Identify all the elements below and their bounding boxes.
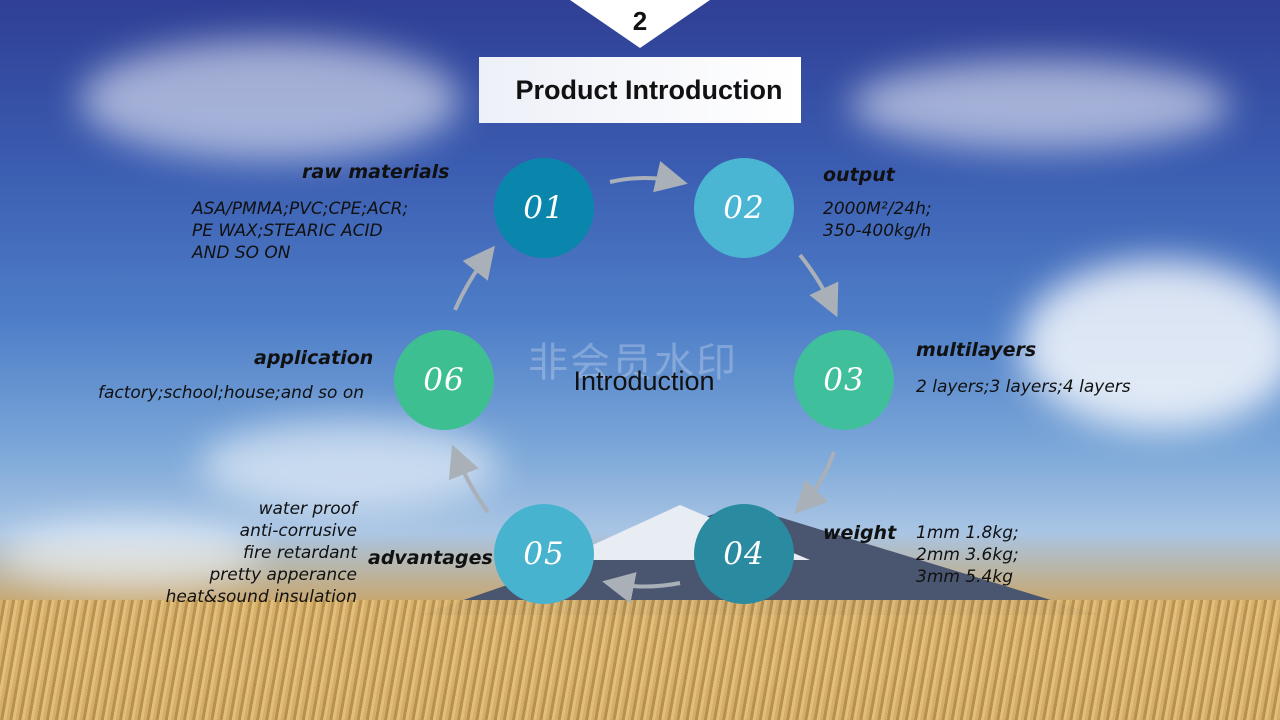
node-05: 05 — [494, 504, 594, 604]
node-04: 04 — [694, 504, 794, 604]
arrow-01-02 — [609, 161, 688, 193]
multilayers-line: 2 layers;3 layers;4 layers — [916, 377, 1131, 397]
advantages-line: heat&sound insulation — [165, 587, 357, 607]
cloud-shape — [0, 520, 260, 590]
weight-text: 1mm 1.8kg; 2mm 3.6kg; 3mm 5.4kg — [916, 522, 1019, 588]
title-box: Product Introduction — [479, 57, 801, 123]
slide-number: 2 — [632, 6, 648, 36]
multilayers-label: multilayers — [916, 339, 1037, 361]
application-label: application — [254, 347, 374, 369]
watermark: 非会员水印 — [528, 340, 738, 386]
application-line: factory;school;house;and so on — [97, 383, 364, 403]
output-text: 2000M²/24h; 350-400kg/h — [823, 198, 932, 242]
page-title: Product Introduction — [515, 74, 783, 105]
advantages-label: advantages — [368, 547, 493, 569]
raw-materials-line: ASA/PMMA;PVC;CPE;ACR; — [192, 199, 409, 219]
node-02: 02 — [694, 158, 794, 258]
wheat-field — [0, 600, 1280, 720]
raw-materials-text: ASA/PMMA;PVC;CPE;ACR; PE WAX;STEARIC ACI… — [192, 198, 408, 264]
multilayers-text: 2 layers;3 layers;4 layers — [916, 376, 1131, 398]
application-text: factory;school;house;and so on — [98, 382, 364, 404]
arrow-05-06 — [448, 444, 490, 514]
output-label: output — [823, 164, 895, 186]
advantages-line: pretty apperance — [209, 565, 357, 585]
raw-materials-line: PE WAX;STEARIC ACID — [192, 221, 383, 241]
cloud-shape — [850, 60, 1230, 150]
weight-line: 1mm 1.8kg; — [916, 523, 1019, 543]
advantages-line: water proof — [258, 499, 357, 519]
raw-materials-label: raw materials — [302, 161, 450, 183]
weight-line: 2mm 3.6kg; — [916, 545, 1019, 565]
weight-line: 3mm 5.4kg — [916, 567, 1014, 587]
arrow-03-04 — [794, 451, 836, 514]
arrow-02-03 — [798, 253, 839, 318]
center-label: Introduction — [573, 366, 715, 396]
node-06: 06 — [394, 330, 494, 430]
cloud-shape — [80, 40, 460, 160]
arrow-04-05 — [602, 572, 681, 604]
slide-number-tab — [570, 0, 710, 48]
output-line: 2000M²/24h; — [823, 199, 932, 219]
advantages-line: fire retardant — [242, 543, 357, 563]
raw-materials-line: AND SO ON — [192, 243, 291, 263]
output-line: 350-400kg/h — [823, 221, 932, 241]
weight-label: weight — [823, 522, 897, 544]
arrow-06-01 — [453, 245, 495, 311]
advantages-line: anti-corrusive — [239, 521, 357, 541]
cloud-shape — [1020, 260, 1280, 430]
advantages-text: water proof anti-corrusive fire retardan… — [166, 498, 357, 608]
node-03: 03 — [794, 330, 894, 430]
node-01: 01 — [494, 158, 594, 258]
